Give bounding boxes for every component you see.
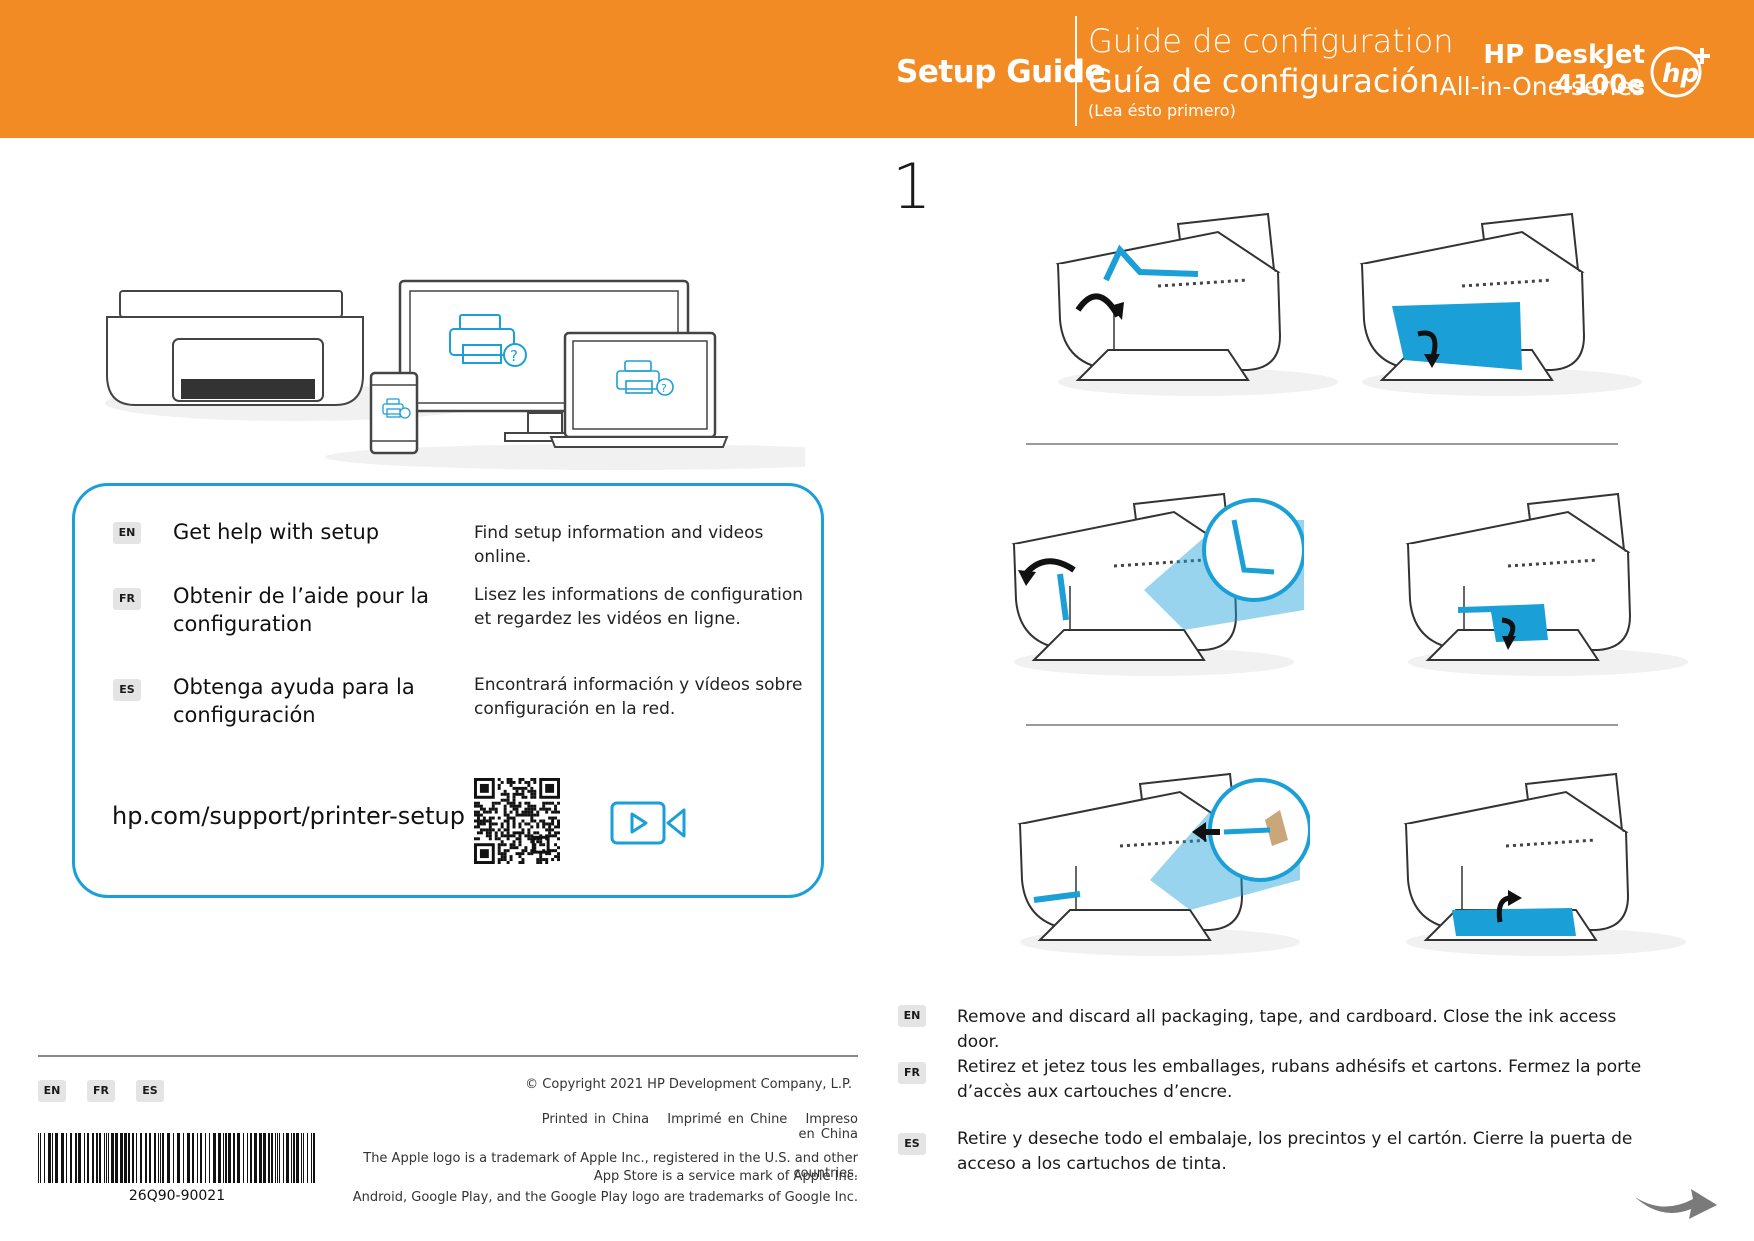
- legal-appstore: App Store is a service mark of Apple Inc…: [593, 1169, 858, 1184]
- instr-lang-fr: FR: [898, 1062, 926, 1084]
- step-number: 1: [892, 150, 932, 223]
- barcode: [38, 1133, 315, 1183]
- svg-text:?: ?: [661, 382, 667, 395]
- instruction-fr: Retirez et jetez tous les emballages, ru…: [957, 1057, 1642, 1102]
- help-panel: [72, 483, 824, 898]
- step-3a-illustration: [1017, 772, 1310, 956]
- printed-in-text: Printed in China Imprimé en Chine Impres…: [520, 1112, 858, 1142]
- svg-text:hp: hp: [1662, 59, 1699, 89]
- step-1a-illustration: [1055, 212, 1338, 396]
- video-camera-icon[interactable]: [610, 800, 688, 846]
- help-title-en: Get help with setup: [173, 520, 380, 544]
- printed-en: Printed in China: [541, 1112, 650, 1127]
- svg-text:?: ?: [510, 347, 518, 365]
- header-divider: [1075, 16, 1077, 126]
- devices-illustration: ? ?: [105, 279, 805, 470]
- footer-lang-fr: FR: [87, 1080, 115, 1102]
- step-1b-illustration: [1359, 212, 1642, 396]
- instr-lang-es: ES: [898, 1133, 926, 1155]
- phone-illustration: [369, 371, 419, 455]
- printed-fr: Imprimé en Chine: [667, 1112, 788, 1127]
- help-desc-fr: Lisez les informations de configuration …: [474, 585, 804, 629]
- instruction-es: Retire y deseche todo el embalaje, los p…: [957, 1129, 1633, 1174]
- read-first-note: (Lea ésto primero): [1088, 101, 1236, 120]
- support-url-link[interactable]: hp.com/support/printer-setup: [112, 802, 465, 830]
- instruction-en: Remove and discard all packaging, tape, …: [957, 1007, 1617, 1052]
- step-2a-illustration: [1011, 492, 1304, 676]
- printer-illustration: [106, 290, 364, 406]
- help-desc-en: Find setup information and videos online…: [474, 523, 764, 567]
- lang-badge-es: ES: [113, 679, 141, 701]
- instr-lang-en: EN: [898, 1005, 926, 1027]
- printer-model: HP DeskJet 4100e: [1483, 40, 1645, 100]
- printed-es: Impreso en China: [798, 1112, 858, 1142]
- hp-plus-logo: hp: [1650, 46, 1710, 98]
- lang-badge-en: EN: [113, 522, 141, 544]
- part-number: 26Q90-90021: [128, 1188, 226, 1204]
- footer-divider: [38, 1055, 858, 1057]
- laptop-illustration: ?: [549, 331, 729, 448]
- help-title-fr: Obtenir de l’aide pour la configuration: [173, 584, 430, 636]
- footer-lang-es: ES: [136, 1080, 164, 1102]
- printer-series: All-in-One series: [1439, 72, 1645, 101]
- header-bar: Setup Guide Guide de configuration Guía …: [0, 0, 1754, 138]
- step-3b-illustration: [1403, 772, 1686, 956]
- setup-guide-title: Setup Guide: [896, 54, 1106, 90]
- guide-title-es: Guía de configuración: [1088, 62, 1440, 100]
- legal-google: Android, Google Play, and the Google Pla…: [352, 1190, 858, 1205]
- lang-badge-fr: FR: [113, 588, 141, 610]
- footer-lang-en: EN: [38, 1080, 66, 1102]
- help-desc-es: Encontrará información y vídeos sobre co…: [474, 675, 803, 719]
- qr-code[interactable]: [474, 778, 560, 864]
- step-2b-illustration: [1405, 492, 1688, 676]
- step-divider-1: [1026, 443, 1618, 445]
- legal-apple: The Apple logo is a trademark of Apple I…: [363, 1151, 858, 1181]
- step-divider-2: [1026, 724, 1618, 726]
- guide-title-fr: Guide de configuration: [1088, 22, 1454, 60]
- copyright-text: © Copyright 2021 HP Development Company,…: [525, 1077, 852, 1092]
- help-title-es: Obtenga ayuda para la configuración: [173, 675, 415, 727]
- next-page-arrow-icon[interactable]: [1633, 1185, 1719, 1223]
